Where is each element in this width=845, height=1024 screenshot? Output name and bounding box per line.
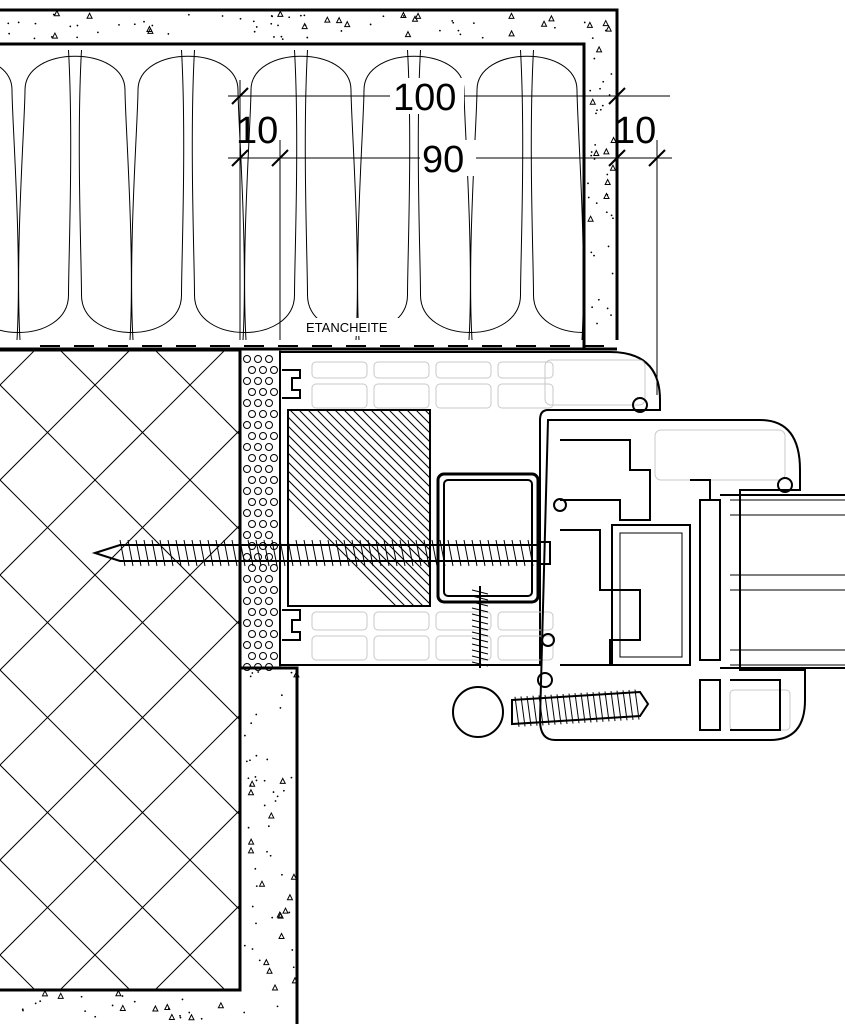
steel-reinforcement xyxy=(436,472,540,604)
top-render-layer xyxy=(0,8,619,349)
dimension-right-10-label: 10 xyxy=(614,110,656,152)
fixing-screw xyxy=(91,539,551,567)
dimension-left-10-label: 10 xyxy=(236,110,278,152)
masonry-wall xyxy=(0,348,242,992)
timber-reinforcement xyxy=(287,409,431,607)
foam-joint xyxy=(239,349,281,671)
insulation-layer xyxy=(0,49,584,341)
dimension-100-label: 100 xyxy=(393,77,456,119)
dimension-90-label: 90 xyxy=(422,139,464,181)
lower-concrete-reveal xyxy=(0,666,300,1024)
membrane-label: ETANCHEITE xyxy=(306,320,388,335)
window-frame-profile xyxy=(279,351,845,741)
sill-fixing xyxy=(452,686,650,738)
membrane-line xyxy=(0,345,617,351)
vertical-screw xyxy=(471,586,489,668)
